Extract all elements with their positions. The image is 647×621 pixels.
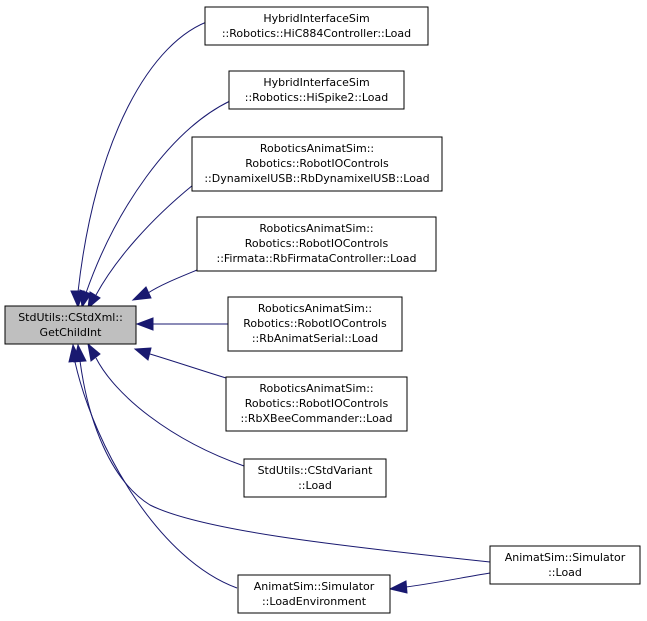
svg-text:RoboticsAnimatSim::: RoboticsAnimatSim:: [258, 302, 372, 315]
node-label-line-1: HybridInterfaceSim [263, 12, 369, 25]
node-label-line-1: AnimatSim::Simulator [505, 551, 626, 564]
node-label-line-1: RoboticsAnimatSim:: [260, 142, 374, 155]
svg-text:RoboticsAnimatSim::: RoboticsAnimatSim:: [259, 222, 373, 235]
svg-text:::DynamixelUSB::RbDynamixelUSB: ::DynamixelUSB::RbDynamixelUSB::Load [204, 172, 429, 185]
node-label-line-3: ::RbAnimatSerial::Load [252, 332, 378, 345]
edge-n7-to-root [87, 342, 245, 467]
edge-n9-to-n8 [388, 572, 491, 594]
node-simulator-load[interactable]: AnimatSim::Simulator ::Load [489, 545, 641, 585]
node-label-line-2: ::Load [298, 479, 332, 492]
node-label-line-1: AnimatSim::Simulator [254, 580, 375, 593]
node-label-line-2: Robotics::RobotIOControls [245, 157, 389, 170]
edge-n2-to-root [79, 100, 231, 309]
node-label-line-1: RoboticsAnimatSim:: [258, 302, 372, 315]
svg-text:::Load: ::Load [548, 566, 582, 579]
node-hispike2-load[interactable]: HybridInterfaceSim ::Robotics::HiSpike2:… [228, 70, 405, 110]
svg-text:StdUtils::CStdXml::: StdUtils::CStdXml:: [18, 311, 123, 324]
edge-n3-to-root [87, 184, 194, 310]
node-label-line-2: Robotics::RobotIOControls [245, 397, 389, 410]
node-stdutils-cstdxml-getchildint[interactable]: StdUtils::CStdXml:: GetChildInt [4, 305, 137, 345]
node-label-line-1: RoboticsAnimatSim:: [259, 382, 373, 395]
svg-text:Robotics::RobotIOControls: Robotics::RobotIOControls [245, 397, 389, 410]
svg-text:Robotics::RobotIOControls: Robotics::RobotIOControls [245, 237, 389, 250]
node-label-line-2: GetChildInt [40, 326, 103, 339]
node-simulator-loadenvironment[interactable]: AnimatSim::Simulator ::LoadEnvironment [237, 574, 391, 614]
node-label-line-3: ::Firmata::RbFirmataController::Load [216, 252, 416, 265]
svg-text:::Load: ::Load [298, 479, 332, 492]
svg-text:::LoadEnvironment: ::LoadEnvironment [262, 595, 367, 608]
svg-text:HybridInterfaceSim: HybridInterfaceSim [263, 76, 369, 89]
node-label-line-2: ::Robotics::HiC884Controller::Load [222, 27, 411, 40]
node-label-line-3: ::DynamixelUSB::RbDynamixelUSB::Load [204, 172, 429, 185]
edge-n4-to-root [131, 269, 198, 301]
svg-text:AnimatSim::Simulator: AnimatSim::Simulator [254, 580, 375, 593]
svg-text:::Robotics::HiC884Controller::: ::Robotics::HiC884Controller::Load [222, 27, 411, 40]
edge-n5-to-root [135, 317, 228, 331]
node-label-line-1: StdUtils::CStdXml:: [18, 311, 123, 324]
svg-text:::RbAnimatSerial::Load: ::RbAnimatSerial::Load [252, 332, 378, 345]
node-label-line-2: Robotics::RobotIOControls [243, 317, 387, 330]
edge-n6-to-root [133, 347, 227, 379]
node-label-line-2: ::LoadEnvironment [262, 595, 367, 608]
node-hic884controller-load[interactable]: HybridInterfaceSim ::Robotics::HiC884Con… [204, 6, 429, 46]
edge-n1-to-root [70, 19, 213, 309]
node-cstdvariant-load[interactable]: StdUtils::CStdVariant ::Load [243, 458, 387, 498]
svg-text:Robotics::RobotIOControls: Robotics::RobotIOControls [243, 317, 387, 330]
node-label-line-2: ::Robotics::HiSpike2::Load [245, 91, 388, 104]
svg-text:HybridInterfaceSim: HybridInterfaceSim [263, 12, 369, 25]
node-label-line-2: Robotics::RobotIOControls [245, 237, 389, 250]
svg-text:GetChildInt: GetChildInt [40, 326, 103, 339]
svg-text:::Robotics::HiSpike2::Load: ::Robotics::HiSpike2::Load [245, 91, 388, 104]
node-label-line-2: ::Load [548, 566, 582, 579]
svg-text:RoboticsAnimatSim::: RoboticsAnimatSim:: [259, 382, 373, 395]
svg-text:Robotics::RobotIOControls: Robotics::RobotIOControls [245, 157, 389, 170]
node-rbxbeecommander-load[interactable]: RoboticsAnimatSim:: Robotics::RobotIOCon… [225, 376, 408, 432]
svg-text:::Firmata::RbFirmataController: ::Firmata::RbFirmataController::Load [216, 252, 416, 265]
svg-text:AnimatSim::Simulator: AnimatSim::Simulator [505, 551, 626, 564]
node-rbdynamixelusb-load[interactable]: RoboticsAnimatSim:: Robotics::RobotIOCon… [191, 136, 443, 192]
node-label-line-1: StdUtils::CStdVariant [258, 464, 374, 477]
node-label-line-1: RoboticsAnimatSim:: [259, 222, 373, 235]
node-rbfirmatacontroller-load[interactable]: RoboticsAnimatSim:: Robotics::RobotIOCon… [196, 216, 437, 272]
node-label-line-3: ::RbXBeeCommander::Load [240, 412, 392, 425]
node-rbanimatserial-load[interactable]: RoboticsAnimatSim:: Robotics::RobotIOCon… [227, 296, 403, 352]
svg-text:::RbXBeeCommander::Load: ::RbXBeeCommander::Load [240, 412, 392, 425]
node-label-line-1: HybridInterfaceSim [263, 76, 369, 89]
edge-n8-to-root [68, 343, 238, 589]
svg-text:StdUtils::CStdVariant: StdUtils::CStdVariant [258, 464, 374, 477]
svg-text:RoboticsAnimatSim::: RoboticsAnimatSim:: [260, 142, 374, 155]
